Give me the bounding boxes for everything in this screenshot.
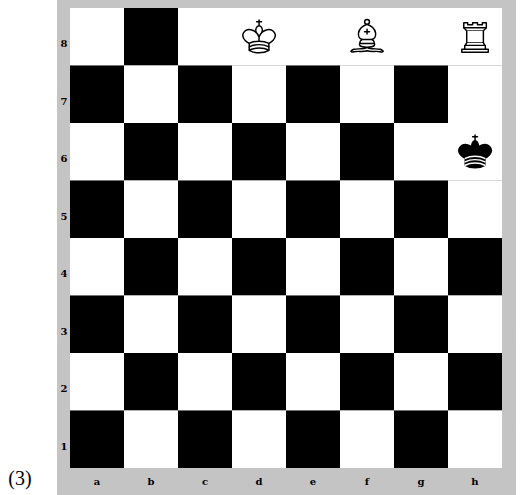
board-square [70, 181, 124, 239]
frame-texture [57, 0, 516, 495]
board-square [232, 353, 286, 411]
rank-number: 1 [61, 442, 68, 452]
board-frame [57, 0, 516, 495]
board-square [340, 123, 394, 181]
board-square [448, 411, 502, 469]
board-square [178, 238, 232, 296]
file-letter: h [471, 477, 478, 487]
piece-tile [340, 8, 394, 66]
board-square [286, 353, 340, 411]
board-square [286, 296, 340, 354]
board-square [340, 353, 394, 411]
white-king [243, 20, 276, 53]
board-square [448, 8, 502, 66]
board-square [232, 181, 286, 239]
board-square [340, 181, 394, 239]
board-square [178, 296, 232, 354]
board-square [394, 8, 448, 66]
board-square [286, 181, 340, 239]
file-letter: e [310, 477, 316, 487]
board-square [340, 238, 394, 296]
board-square [178, 66, 232, 124]
rank-number: 3 [61, 327, 68, 337]
board-square [394, 181, 448, 239]
board-square [124, 353, 178, 411]
board-square [340, 66, 394, 124]
board-squares [70, 8, 502, 468]
rank-number: 4 [61, 269, 68, 279]
board-square [340, 411, 394, 469]
board-square [178, 411, 232, 469]
board-square [232, 238, 286, 296]
board-square [124, 123, 178, 181]
piece-tile [448, 8, 502, 66]
board-square [340, 296, 394, 354]
file-letter: c [202, 477, 208, 487]
file-letter: a [94, 477, 100, 487]
board-square [178, 353, 232, 411]
piece-tile [232, 8, 286, 66]
board-square [124, 8, 178, 66]
rank-number: 5 [61, 212, 68, 222]
board-square [286, 66, 340, 124]
board-square [70, 296, 124, 354]
file-letter: f [365, 477, 369, 487]
board-square [232, 66, 286, 124]
board-square [448, 66, 502, 124]
board-square [178, 123, 232, 181]
board-square [394, 411, 448, 469]
board-square [124, 411, 178, 469]
file-letter: d [256, 477, 263, 487]
white-rook [462, 23, 488, 52]
board-square [394, 123, 448, 181]
board-square [70, 8, 124, 66]
board-square [394, 296, 448, 354]
board-square [394, 353, 448, 411]
white-bishop [351, 19, 383, 52]
board-square [124, 66, 178, 124]
board-square [448, 123, 502, 181]
board-square [448, 296, 502, 354]
rank-number: 8 [61, 39, 68, 49]
file-letter: b [148, 477, 155, 487]
black-king [459, 135, 492, 168]
piece-tile [448, 123, 502, 181]
board-square [448, 353, 502, 411]
rank-number: 7 [61, 97, 68, 107]
board-square [394, 238, 448, 296]
board-square [70, 238, 124, 296]
board-square [232, 411, 286, 469]
rank-number: 6 [61, 154, 68, 164]
board-square [70, 353, 124, 411]
board-square [286, 123, 340, 181]
board-square [124, 181, 178, 239]
board-square [286, 238, 340, 296]
rank-number: 2 [61, 384, 68, 394]
board-square [70, 66, 124, 124]
board-square [124, 296, 178, 354]
board-square [286, 8, 340, 66]
board-square [394, 66, 448, 124]
board-square [286, 411, 340, 469]
board-square [70, 411, 124, 469]
board-square [448, 238, 502, 296]
board-square [178, 181, 232, 239]
figure-number: (3) [8, 468, 31, 488]
board-square [448, 181, 502, 239]
board-square [232, 296, 286, 354]
board-square [70, 123, 124, 181]
board-square [232, 8, 286, 66]
board-square [124, 238, 178, 296]
board-square [178, 8, 232, 66]
board-square [232, 123, 286, 181]
file-letter: g [418, 477, 425, 487]
board-square [340, 8, 394, 66]
